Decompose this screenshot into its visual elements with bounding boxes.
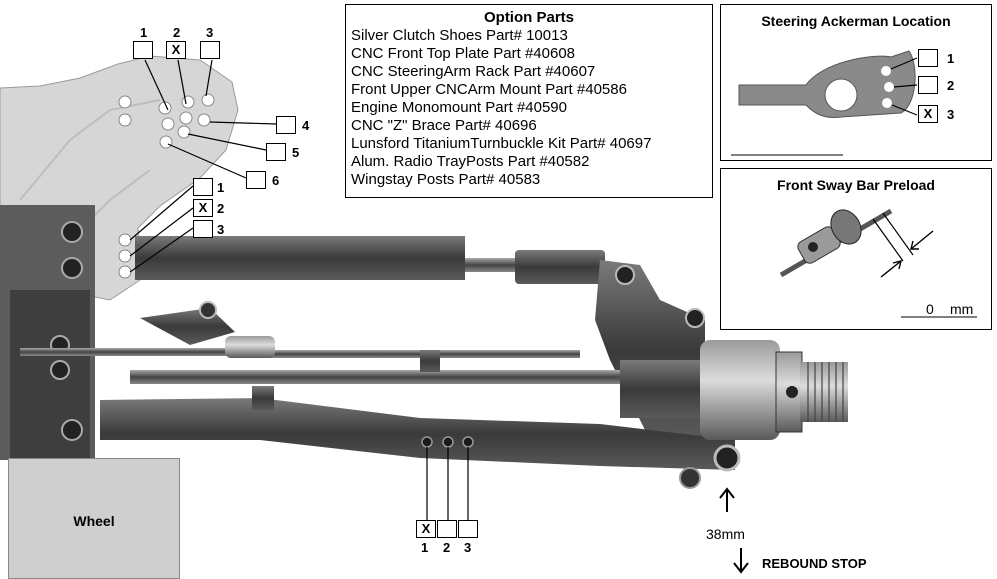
lower-arm-hole-number: 2 — [443, 540, 451, 555]
option-parts-title: Option Parts — [483, 9, 574, 26]
option-part-item: CNC "Z" Brace Part# 40696 — [351, 117, 537, 134]
ackerman-option-checkbox[interactable] — [918, 76, 938, 94]
lower-arm-hole-number: 3 — [464, 540, 472, 555]
camber-hole-checkbox[interactable] — [193, 178, 213, 196]
upper-hole-checkbox[interactable] — [276, 116, 296, 134]
steering-ackerman-title: Steering Ackerman Location — [761, 13, 951, 29]
option-part-item: Silver Clutch Shoes Part# 10013 — [351, 27, 568, 44]
option-part-item: CNC Front Top Plate Part #40608 — [351, 45, 576, 62]
upper-hole-number: 3 — [206, 25, 214, 40]
wheel-label: Wheel — [73, 513, 115, 529]
option-part-item: Alum. Radio TrayPosts Part #40582 — [351, 153, 590, 170]
ackerman-option-checkbox[interactable]: X — [918, 105, 938, 123]
camber-hole-number: 1 — [217, 180, 225, 195]
lower-arm-hole-checkbox[interactable] — [437, 520, 457, 538]
upper-hole-number: 2 — [173, 25, 181, 40]
rebound-stop-label: REBOUND STOP — [762, 556, 867, 571]
option-parts-panel: Option Parts Silver Clutch Shoes Part# 1… — [345, 4, 713, 198]
option-part-item: Wingstay Posts Part# 40583 — [351, 171, 541, 188]
upper-hole-checkbox[interactable] — [246, 171, 266, 189]
upper-hole-number: 5 — [292, 145, 300, 160]
steering-arm-drawing — [731, 50, 918, 156]
sway-bar-unit: mm — [950, 301, 974, 317]
upper-hole-checkbox[interactable]: X — [166, 41, 186, 59]
upper-hole-checkbox[interactable] — [266, 143, 286, 161]
upper-hole-checkbox[interactable] — [200, 41, 220, 59]
upper-hole-number: 1 — [140, 25, 148, 40]
upper-hole-checkbox[interactable] — [133, 41, 153, 59]
option-part-item: Engine Monomount Part #40590 — [351, 99, 567, 116]
ackerman-option-number: 2 — [947, 78, 955, 93]
option-part-item: Lunsford TitaniumTurnbuckle Kit Part# 40… — [351, 135, 652, 152]
option-part-item: Front Upper CNCArm Mount Part #40586 — [351, 81, 627, 98]
ackerman-option-number: 3 — [947, 107, 955, 122]
camber-hole-number: 3 — [217, 222, 225, 237]
sway-bar-panel: Front Sway Bar Preload 0 mm — [720, 168, 992, 330]
camber-hole-checkbox[interactable] — [193, 220, 213, 238]
upper-hole-number: 4 — [302, 118, 310, 133]
sway-bar-title: Front Sway Bar Preload — [777, 177, 935, 193]
lower-arm-hole-number: 1 — [421, 540, 429, 555]
camber-hole-number: 2 — [217, 201, 225, 216]
sway-bar-drawing — [779, 208, 977, 318]
sway-bar-value: 0 — [926, 301, 934, 317]
camber-hole-checkbox[interactable]: X — [193, 199, 213, 217]
lower-arm-hole-checkbox[interactable] — [458, 520, 478, 538]
upper-hole-number: 6 — [272, 173, 280, 188]
ride-height-value: 38mm — [706, 526, 745, 542]
ackerman-option-number: 1 — [947, 51, 955, 66]
option-part-item: CNC SteeringArm Rack Part #40607 — [351, 63, 596, 80]
wheel-placeholder: Wheel — [8, 458, 180, 579]
lower-arm-hole-checkbox[interactable]: X — [416, 520, 436, 538]
steering-ackerman-panel: Steering Ackerman Location 1 2 X 3 — [720, 4, 992, 161]
ackerman-option-checkbox[interactable] — [918, 49, 938, 67]
ride-height-arrows — [719, 487, 749, 574]
